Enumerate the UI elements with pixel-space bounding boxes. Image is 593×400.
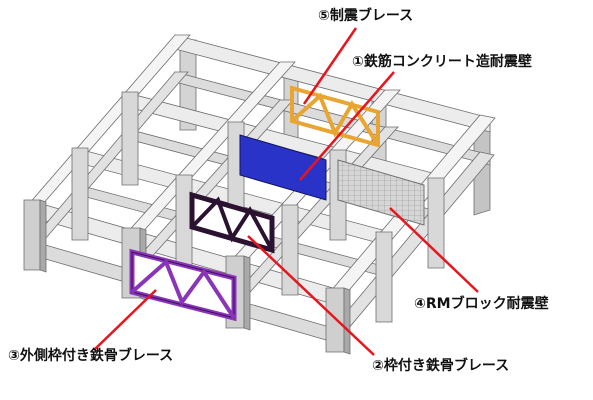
label-rc-shear-wall: ①鉄筋コンクリート造耐震壁 <box>352 53 532 70</box>
label-damper-brace: ⑤制震ブレース <box>318 7 413 24</box>
retrofit-elements <box>129 85 425 322</box>
leader-outer-brace <box>93 289 157 351</box>
outer-framed-steel-brace <box>129 248 237 322</box>
rm-block-wall <box>337 159 425 226</box>
leader-rm-wall <box>389 207 479 293</box>
label-rm-block-wall: ④RMブロック耐震壁 <box>414 295 549 312</box>
framed-steel-brace <box>189 191 275 254</box>
beams-direction-b <box>27 34 496 336</box>
damper-brace <box>290 85 380 148</box>
leader-brace <box>302 27 358 105</box>
rc-shear-wall <box>239 134 327 201</box>
label-framed-steel-brace: ②枠付き鉄骨ブレース <box>372 357 509 374</box>
leader-lines <box>93 27 479 356</box>
leader-rc-wall <box>299 71 395 181</box>
labels: ⑤制震ブレース ①鉄筋コンクリート造耐震壁 ④RMブロック耐震壁 ②枠付き鉄骨ブ… <box>8 7 549 374</box>
label-outer-framed-steel-brace: ③外側枠付き鉄骨ブレース <box>8 347 173 364</box>
leader-framed-brace <box>247 235 375 356</box>
